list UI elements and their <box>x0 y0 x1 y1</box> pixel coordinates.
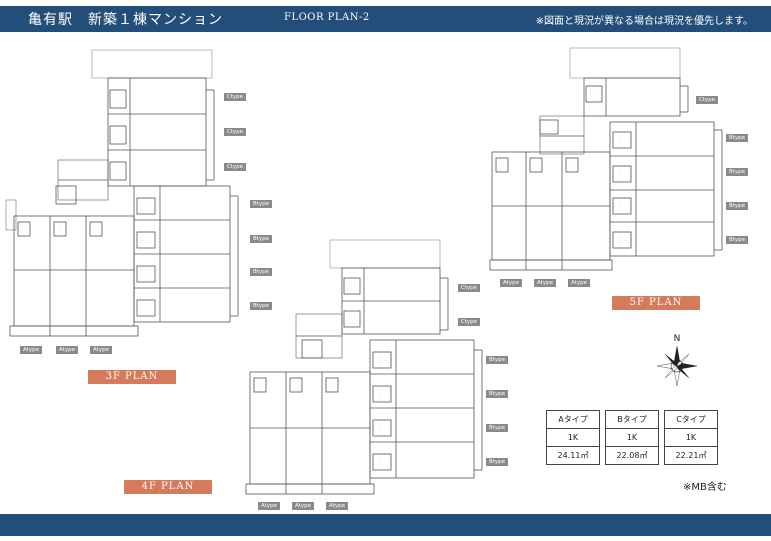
type-tag-b: Btype <box>250 268 272 276</box>
type-tag-c: Ctype <box>224 128 246 136</box>
floor-5f-plan <box>489 47 723 271</box>
type-tag-a: Atype <box>568 279 590 287</box>
unit-type-table: Aタイプ Bタイプ Cタイプ 1K 1K 1K 24.11㎡ 22.08㎡ 22… <box>541 410 723 465</box>
type-tag-a: Atype <box>500 279 522 287</box>
north-compass-icon: N <box>656 334 698 387</box>
type-tag-c: Ctype <box>458 318 480 326</box>
compass-north-label: N <box>674 334 681 344</box>
type-tag-a: Atype <box>534 279 556 287</box>
type-c-header: Cタイプ <box>664 410 718 429</box>
floor-label-3f: 3F PLAN <box>88 370 176 384</box>
type-tag-a: Atype <box>90 346 112 354</box>
type-tag-a: Atype <box>56 346 78 354</box>
floor-3f-plan <box>5 49 239 337</box>
type-tag-a: Atype <box>292 502 314 510</box>
type-tag-b: Btype <box>250 235 272 243</box>
floor-4f-plan <box>245 239 483 495</box>
type-tag-b: Btype <box>250 200 272 208</box>
type-a-header: Aタイプ <box>546 410 600 429</box>
type-tag-c: Ctype <box>696 96 718 104</box>
type-tag-b: Btype <box>726 134 748 142</box>
type-tag-b: Btype <box>250 302 272 310</box>
type-a-area: 24.11㎡ <box>546 447 600 465</box>
footer-banner <box>0 514 771 536</box>
type-tag-c: Ctype <box>224 163 246 171</box>
page-subtitle: FLOOR PLAN-2 <box>284 12 370 23</box>
type-b-layout: 1K <box>605 429 659 447</box>
type-tag-b: Btype <box>486 458 508 466</box>
type-tag-a: Atype <box>20 346 42 354</box>
type-tag-b: Btype <box>486 424 508 432</box>
type-tag-b: Btype <box>486 390 508 398</box>
type-tag-b: Btype <box>726 236 748 244</box>
page-title: 亀有駅 新築１棟マンション <box>28 12 223 28</box>
type-tag-b: Btype <box>726 168 748 176</box>
type-tag-a: Atype <box>326 502 348 510</box>
type-tag-c: Ctype <box>224 93 246 101</box>
type-a-layout: 1K <box>546 429 600 447</box>
type-tag-c: Ctype <box>458 284 480 292</box>
type-tag-b: Btype <box>726 202 748 210</box>
type-b-header: Bタイプ <box>605 410 659 429</box>
type-tag-a: Atype <box>258 502 280 510</box>
type-tag-b: Btype <box>486 356 508 364</box>
type-b-area: 22.08㎡ <box>605 447 659 465</box>
floor-label-5f: 5F PLAN <box>612 296 700 310</box>
type-c-layout: 1K <box>664 429 718 447</box>
type-c-area: 22.21㎡ <box>664 447 718 465</box>
disclaimer-note: ※図面と現況が異なる場合は現況を優先します。 <box>535 16 753 27</box>
header-banner: 亀有駅 新築１棟マンション FLOOR PLAN-2 ※図面と現況が異なる場合は… <box>0 6 771 32</box>
floor-label-4f: 4F PLAN <box>124 480 212 494</box>
mb-included-note: ※MB含む <box>683 482 727 493</box>
